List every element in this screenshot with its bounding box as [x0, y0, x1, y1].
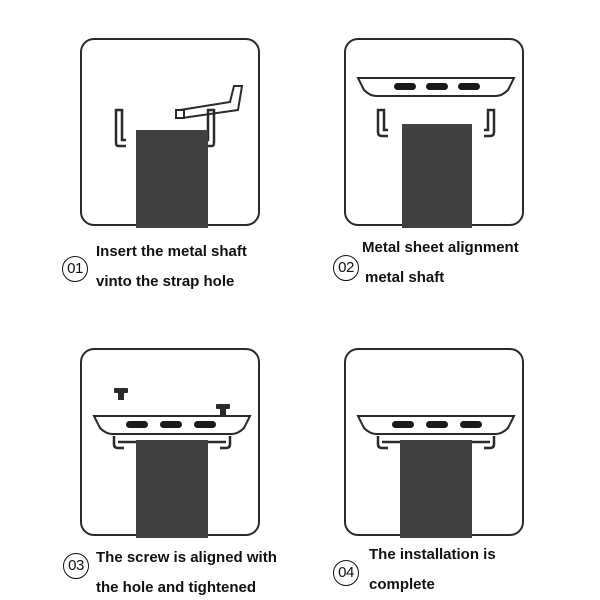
step-1-number: 01 [62, 256, 88, 282]
step-4-number: 04 [333, 560, 359, 586]
step-3-number: 03 [63, 553, 89, 579]
metal-shaft-icon [114, 108, 216, 148]
step-2-text-line-1: Metal sheet alignment [362, 239, 519, 256]
hex-key-icon [175, 85, 244, 120]
step-3-text-line-1: The screw is aligned with [96, 549, 277, 566]
metal-sheet-icon [92, 415, 252, 435]
step-1-text-line-2: vinto the strap hole [96, 273, 235, 290]
metal-sheet-icon [356, 415, 516, 435]
step-4-text-line-1: The installation is [369, 546, 496, 563]
step-2-number: 02 [333, 255, 359, 281]
step-2-text-line-2: metal shaft [365, 269, 445, 286]
strap-icon [136, 130, 208, 228]
metal-sheet-icon [356, 77, 516, 97]
step-3-panel [80, 348, 260, 538]
metal-shaft-icon [112, 436, 232, 450]
step-4-text-line-2: complete [369, 576, 435, 593]
strap-icon [400, 440, 472, 538]
strap-icon [136, 440, 208, 538]
step-2-panel [344, 38, 524, 228]
step-1-text-line-1: Insert the metal shaft [96, 243, 247, 260]
step-4-panel [344, 348, 524, 538]
metal-shaft-icon [376, 436, 496, 450]
screw-icon [114, 388, 128, 400]
screw-icon [216, 404, 230, 416]
strap-icon [402, 124, 472, 228]
metal-shaft-icon [376, 108, 496, 138]
step-1-panel [80, 38, 260, 228]
step-3-text-line-2: the hole and tightened [96, 579, 256, 596]
